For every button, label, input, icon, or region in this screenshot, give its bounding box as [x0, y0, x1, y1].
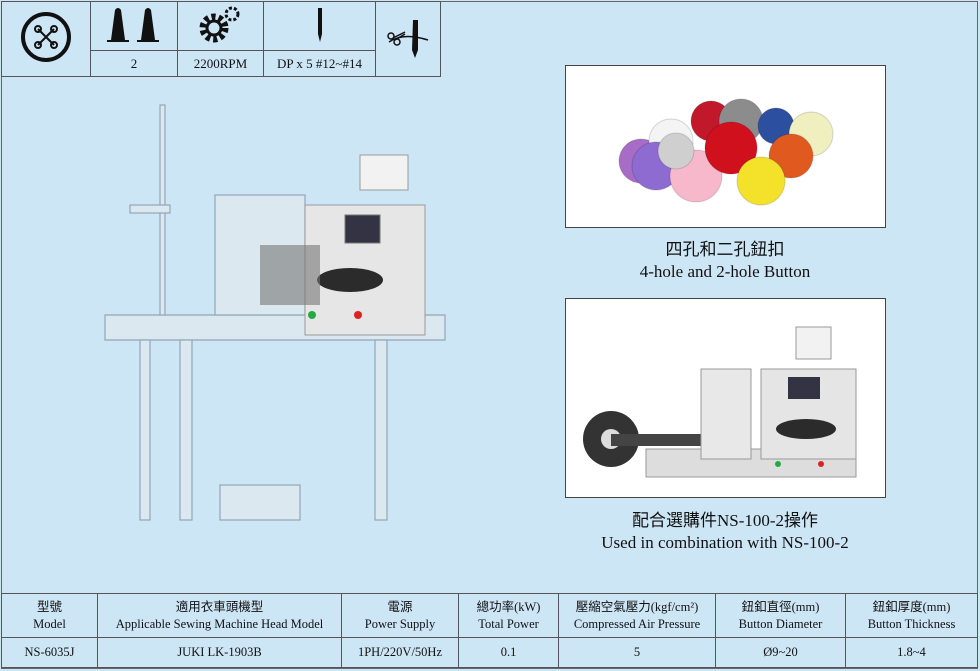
header-en: Power Supply [364, 616, 436, 631]
spec-table: 型號 Model 適用衣車頭機型 Applicable Sewing Machine… [1, 593, 978, 668]
header-head-model: 適用衣車頭機型 Applicable Sewing Machine Head Mo… [97, 593, 342, 638]
cell-button-diameter: Ø9~20 [715, 637, 846, 668]
buttons-photo [565, 65, 886, 228]
table-header-row: 型號 Model 適用衣車頭機型 Applicable Sewing Machine… [1, 593, 978, 638]
thread-count: 2 [90, 50, 178, 77]
header-total-power: 總功率(kW) Total Power [458, 593, 559, 638]
header-zh: 壓縮空氣壓力(kgf/cm²) [575, 599, 699, 614]
header-zh: 鈕釦直徑(mm) [741, 599, 820, 614]
combo-caption-zh: 配合選購件NS-100-2操作 [631, 511, 819, 530]
gears-icon [177, 1, 264, 51]
header-en: Compressed Air Pressure [573, 616, 701, 631]
ns-100-2-photo [565, 298, 886, 498]
header-en: Total Power [478, 616, 539, 631]
buttons-caption-en: 4-hole and 2-hole Button [639, 262, 811, 281]
thread-trimmer-icon [375, 1, 441, 77]
header-en: Applicable Sewing Machine Head Model [115, 616, 324, 631]
cell-model: NS-6035J [1, 637, 98, 668]
button-4hole-icon [1, 1, 91, 77]
header-zh: 鈕釦厚度(mm) [872, 599, 951, 614]
combo-caption-en: Used in combination with NS-100-2 [601, 533, 849, 552]
header-power-supply: 電源 Power Supply [341, 593, 459, 638]
header-model: 型號 Model [1, 593, 98, 638]
header-button-thickness: 鈕釦厚度(mm) Button Thickness [845, 593, 978, 638]
table-row: NS-6035J JUKI LK-1903B 1PH/220V/50Hz 0.1… [1, 637, 978, 668]
header-button-diameter: 鈕釦直徑(mm) Button Diameter [715, 593, 846, 638]
buttons-caption-zh: 四孔和二孔鈕扣 [665, 240, 785, 259]
header-en: Button Thickness [867, 616, 956, 631]
header-en: Model [33, 616, 66, 631]
header-air-pressure: 壓縮空氣壓力(kgf/cm²) Compressed Air Pressure [558, 593, 716, 638]
cell-power-supply: 1PH/220V/50Hz [341, 637, 459, 668]
header-zh: 總功率(kW) [476, 599, 541, 614]
needle-icon [263, 1, 376, 51]
header-zh: 適用衣車頭機型 [175, 599, 264, 614]
header-zh: 電源 [387, 599, 413, 614]
cell-total-power: 0.1 [458, 637, 559, 668]
header-en: Button Diameter [738, 616, 823, 631]
header-zh: 型號 [36, 599, 62, 614]
cell-head-model: JUKI LK-1903B [97, 637, 342, 668]
spec-header: 2 2200RPM DP x 5 #12~#14 [1, 1, 441, 77]
machine-illustration [104, 104, 446, 521]
speed-value: 2200RPM [177, 50, 264, 77]
cell-air-pressure: 5 [558, 637, 716, 668]
thread-cones-icon [90, 1, 178, 51]
cell-button-thickness: 1.8~4 [845, 637, 978, 668]
needle-spec: DP x 5 #12~#14 [263, 50, 376, 77]
